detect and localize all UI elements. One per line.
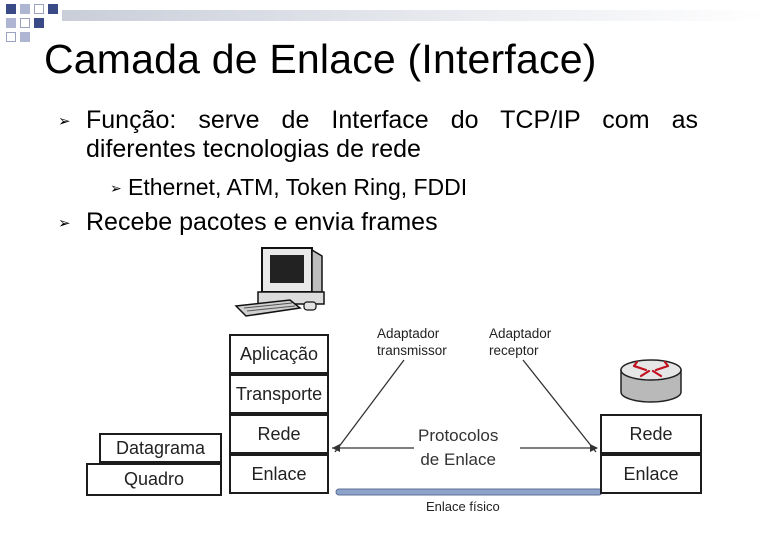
sub-bullet-1: Ethernet, ATM, Token Ring, FDDI: [128, 174, 468, 200]
host-layer-application: Aplicação: [229, 334, 329, 374]
host-layer-network: Rede: [229, 414, 329, 454]
square-decor: [20, 18, 30, 28]
protocols-line-1: Protocolos: [418, 426, 499, 445]
header-gradient-bar: [62, 10, 767, 21]
link-protocols-label: Protocolos de Enlace: [418, 424, 498, 472]
transmitter-adapter-label: Adaptador transmissor: [377, 325, 447, 359]
square-decor: [20, 32, 30, 42]
tx-label-line-1: Adaptador: [377, 326, 440, 341]
square-decor: [6, 4, 16, 14]
bullet-1-line-2: diferentes tecnologias de rede: [86, 135, 421, 163]
square-decor: [48, 4, 58, 14]
square-decor: [20, 4, 30, 14]
arrow-bullet-icon: ➢: [58, 215, 71, 232]
tx-label-line-2: transmissor: [377, 343, 447, 358]
frame-box: Quadro: [86, 463, 222, 496]
square-decor: [34, 4, 44, 14]
router-layer-network: Rede: [600, 414, 702, 454]
arrow-bullet-icon: ➢: [110, 180, 122, 196]
computer-icon: [234, 247, 325, 317]
rx-label-line-1: Adaptador: [489, 326, 552, 341]
bullet-1-line-1: Função: serve de Interface do TCP/IP com…: [86, 106, 698, 135]
square-decor: [6, 32, 16, 42]
router-icon: [620, 359, 682, 403]
page-title: Camada de Enlace (Interface): [44, 36, 597, 82]
host-layer-transport: Transporte: [229, 374, 329, 414]
rx-label-line-2: receptor: [489, 343, 539, 358]
host-layer-link: Enlace: [229, 454, 329, 494]
protocols-line-2: de Enlace: [420, 450, 496, 469]
receiver-adapter-label: Adaptador receptor: [489, 325, 551, 359]
bullet-2: Recebe pacotes e envia frames: [86, 208, 438, 236]
square-decor: [34, 18, 44, 28]
square-decor: [6, 18, 16, 28]
physical-link-label: Enlace físico: [426, 499, 500, 514]
arrow-bullet-icon: ➢: [58, 113, 71, 130]
router-layer-link: Enlace: [600, 454, 702, 494]
bullet-1-text: Função: serve de Interface do TCP/IP com…: [86, 106, 698, 134]
datagram-box: Datagrama: [99, 433, 222, 463]
